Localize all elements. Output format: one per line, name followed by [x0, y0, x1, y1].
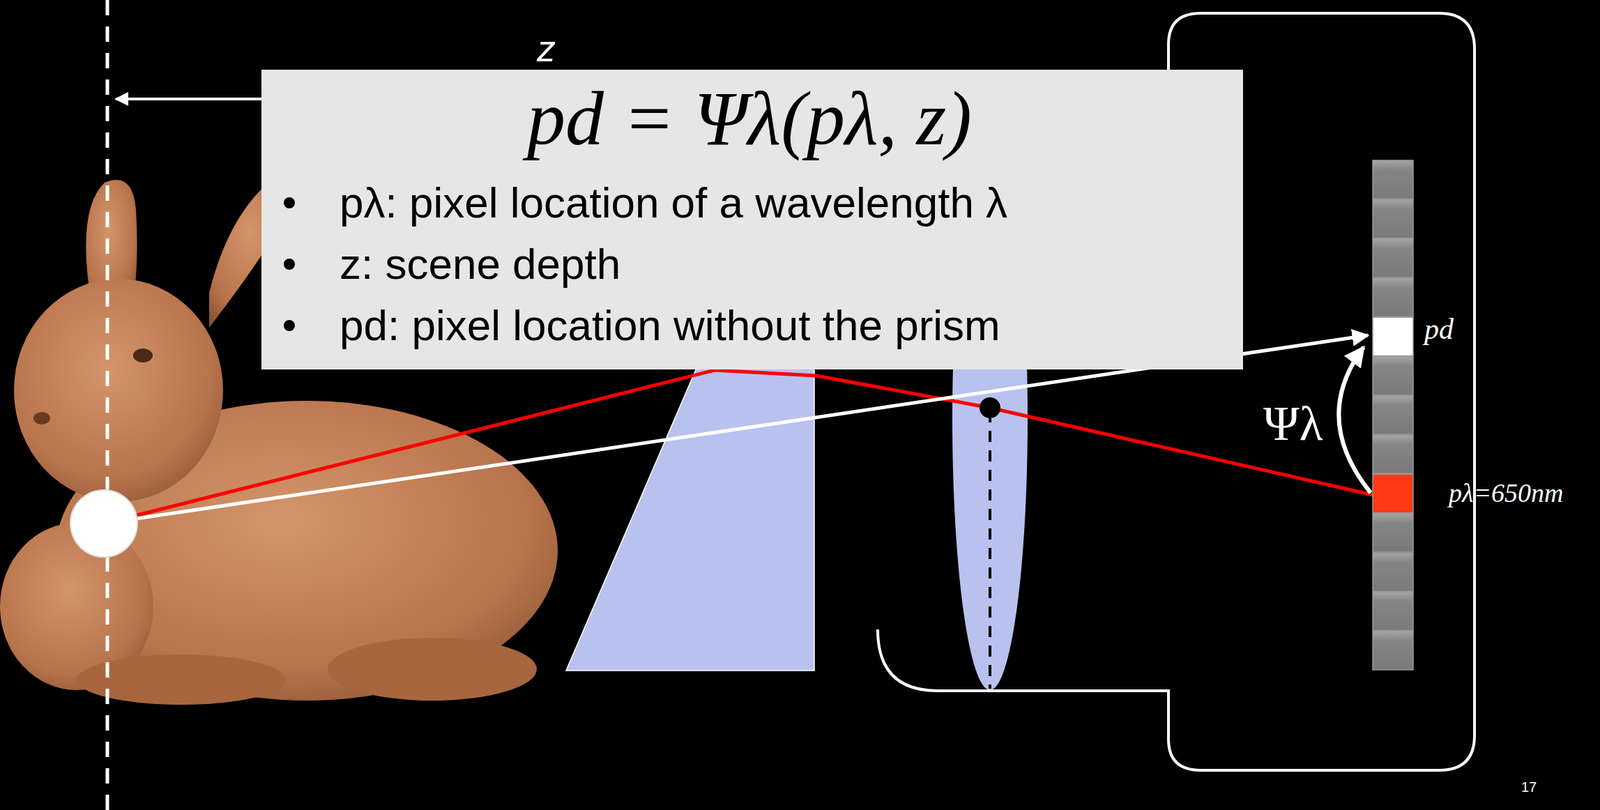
- sensor-pixel: [1372, 278, 1414, 317]
- sensor-pixel: [1372, 513, 1414, 553]
- sensor-pixel: [1372, 239, 1414, 278]
- pixel-red: [1372, 474, 1414, 513]
- page-number: 17: [1521, 779, 1537, 796]
- bullet-list: pλ: pixel location of a wavelength λz: s…: [283, 172, 1216, 357]
- bunny-foot: [327, 637, 537, 701]
- depth-plane: [105, 0, 110, 810]
- bunny-nose: [33, 412, 51, 425]
- bullet-text: z: scene depth: [283, 233, 1216, 295]
- formula-panel: pd = Ψλ(pλ, z) pλ: pixel location of a wa…: [261, 69, 1244, 370]
- bunny-head: [13, 278, 224, 502]
- lens-center: [979, 397, 1001, 419]
- depth-label: z: [536, 26, 556, 70]
- red-ray: [103, 370, 1373, 524]
- pixel-label: pd: [1424, 312, 1454, 346]
- sensor-pixel: [1372, 552, 1414, 592]
- bullet-text: pd: pixel location without the prism: [283, 294, 1216, 357]
- scene-point: [70, 490, 138, 558]
- optical-axis: [988, 411, 992, 689]
- mapping-arrow: [1338, 347, 1371, 493]
- formula: pd = Ψλ(pλ, z): [283, 76, 1216, 162]
- sensor-pixel: [1372, 435, 1414, 474]
- sensor-pixel: [1372, 395, 1414, 435]
- sensor-pixel: [1372, 591, 1414, 631]
- sensor-pixel: [1372, 199, 1414, 238]
- bunny-eye: [133, 348, 153, 363]
- mapping-label: Ψλ: [1263, 395, 1324, 453]
- pixel-label: pλ=650nm: [1448, 478, 1564, 509]
- bullet-text: pλ: pixel location of a wavelength λ: [283, 172, 1216, 234]
- sensor-pixel: [1372, 160, 1414, 199]
- sensor-pixel: [1372, 631, 1414, 670]
- pixel-undispersed: [1372, 317, 1414, 356]
- sensor-pixel: [1372, 356, 1414, 396]
